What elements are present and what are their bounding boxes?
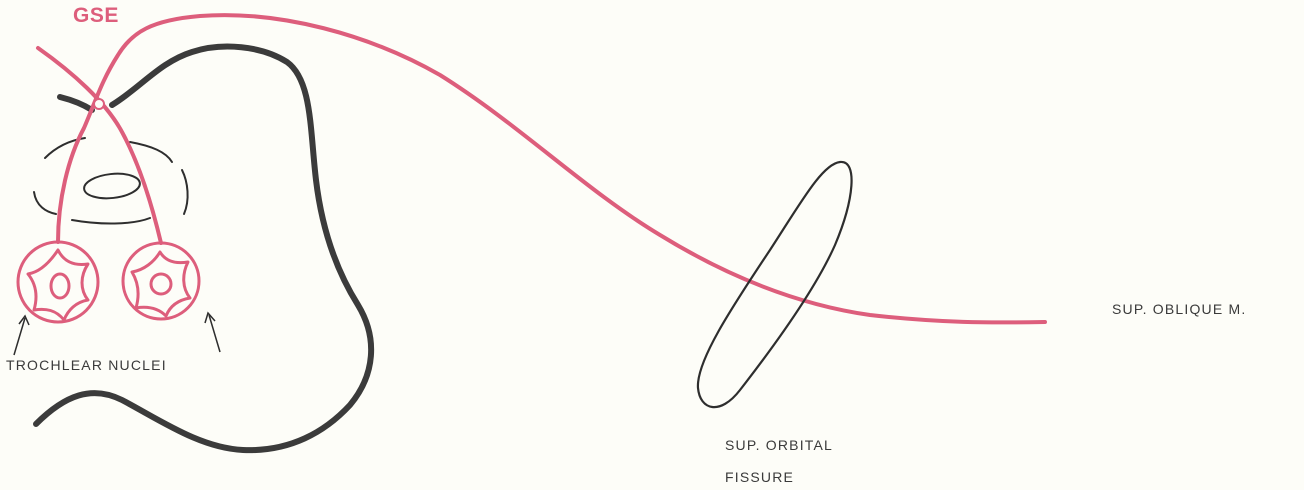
aqueduct xyxy=(83,171,141,201)
superior-orbital-fissure xyxy=(698,162,852,407)
gse-nerve-fibers xyxy=(38,15,1045,322)
sup-orbital-fissure-label-line2: FISSURE xyxy=(725,469,794,485)
gse-fiber-left-nucleus xyxy=(58,15,1045,322)
decussation-point xyxy=(94,99,104,109)
trochlear-nucleus-right xyxy=(123,243,199,319)
sup-orbital-fissure-label-line1: SUP. ORBITAL xyxy=(725,437,833,453)
sup-oblique-muscle-label: SUP. OBLIQUE M. xyxy=(1112,301,1246,317)
brainstem-outline-left-stub xyxy=(60,97,92,110)
aqueduct-rings xyxy=(34,138,188,224)
gse-label: GSE xyxy=(73,4,119,28)
trochlear-nucleus-left xyxy=(18,242,98,322)
trochlear-nuclei-label: TROCHLEAR NUCLEI xyxy=(6,357,167,373)
